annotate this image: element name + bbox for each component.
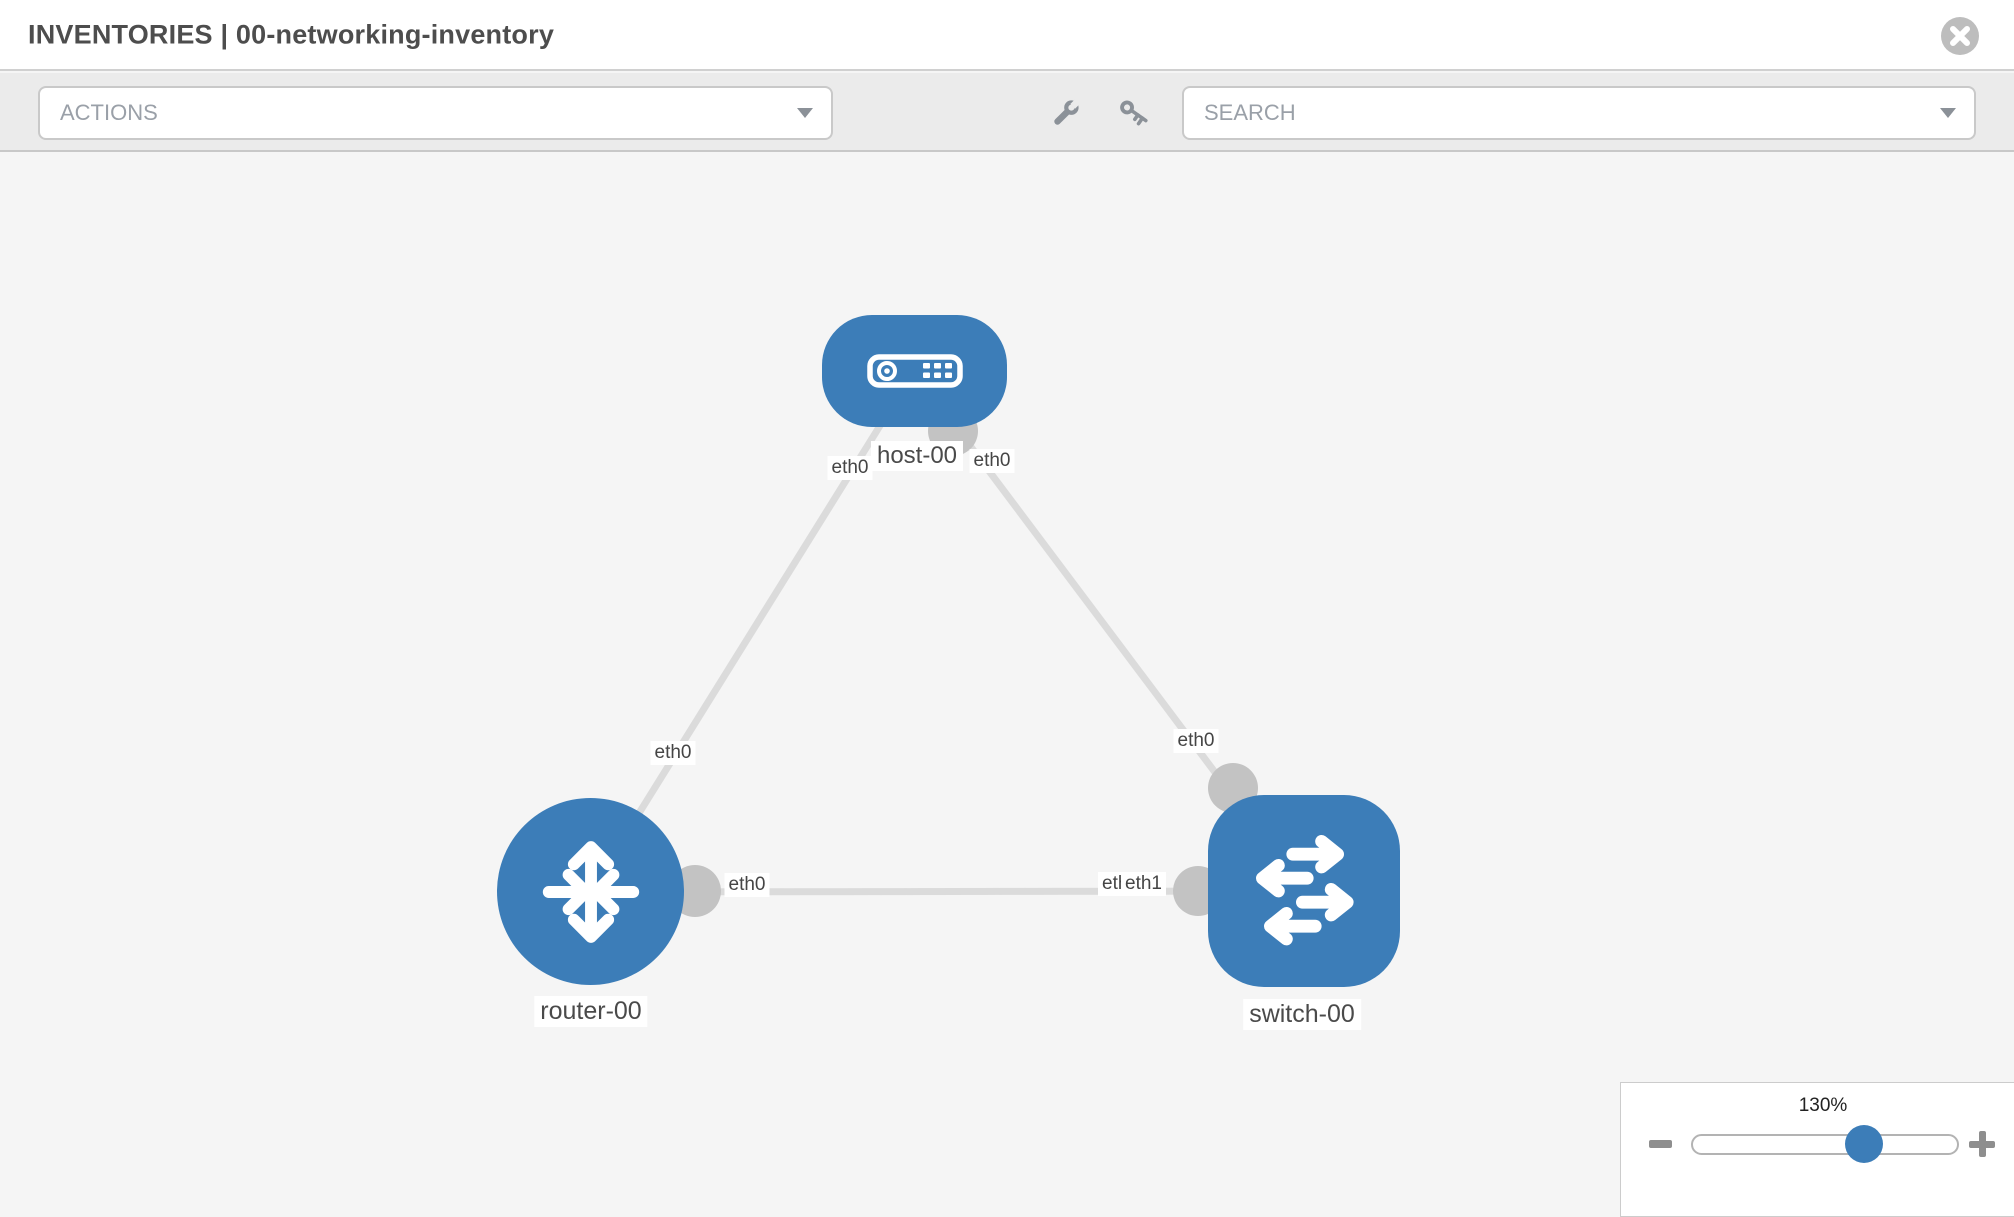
topology-edges-layer <box>587 368 1307 917</box>
router-icon <box>542 840 639 943</box>
search-dropdown[interactable]: SEARCH <box>1182 86 1976 140</box>
configure-button[interactable] <box>1048 95 1084 131</box>
interface-label-switch-eth1-to-router: eth1 <box>1121 872 1166 896</box>
panel-header: INVENTORIES | 00-networking-inventory <box>0 0 2014 71</box>
node-label-switch[interactable]: switch-00 <box>1243 999 1361 1030</box>
host-server-icon <box>866 354 963 388</box>
page-title: INVENTORIES | 00-networking-inventory <box>28 19 555 49</box>
zoom-in-button[interactable] <box>1969 1131 1995 1157</box>
chevron-down-icon <box>797 108 813 118</box>
zoom-slider[interactable] <box>1691 1134 1959 1155</box>
actions-dropdown-label: ACTIONS <box>60 100 158 125</box>
toolbar: ACTIONS SEARCH <box>0 73 2014 152</box>
zoom-slider-thumb[interactable] <box>1845 1125 1883 1163</box>
switch-icon <box>1256 835 1354 946</box>
zoom-out-button[interactable] <box>1649 1140 1672 1148</box>
close-icon <box>1941 17 1979 55</box>
chevron-down-icon <box>1940 108 1956 118</box>
close-button[interactable] <box>1940 16 1980 56</box>
node-router-00[interactable] <box>497 798 684 985</box>
actions-dropdown[interactable]: ACTIONS <box>38 86 833 140</box>
interface-label-router-eth0-to-host: eth0 <box>650 741 696 765</box>
interface-label-host-eth0-to-switch: eth0 <box>969 449 1015 473</box>
key-icon <box>1120 100 1148 126</box>
search-placeholder: SEARCH <box>1204 100 1296 125</box>
node-label-host[interactable]: host-00 <box>870 441 964 471</box>
zoom-percentage: 130% <box>1798 1095 1848 1116</box>
zoom-control-panel: 130% <box>1620 1082 2014 1217</box>
interface-label-router-eth0-to-switch: eth0 <box>724 873 770 897</box>
node-switch-00[interactable] <box>1208 795 1400 987</box>
wrench-icon <box>1054 98 1081 125</box>
node-host-00[interactable] <box>822 315 1007 427</box>
credentials-button[interactable] <box>1117 95 1153 131</box>
interface-label-switch-eth0-to-host: eth0 <box>1173 729 1219 753</box>
interface-label-host-eth0-to-router: eth0 <box>827 456 873 480</box>
topology-canvas[interactable]: host-00 router-00 switch-00 eth0 eth0 et… <box>0 152 2014 1217</box>
node-label-router[interactable]: router-00 <box>534 996 648 1027</box>
